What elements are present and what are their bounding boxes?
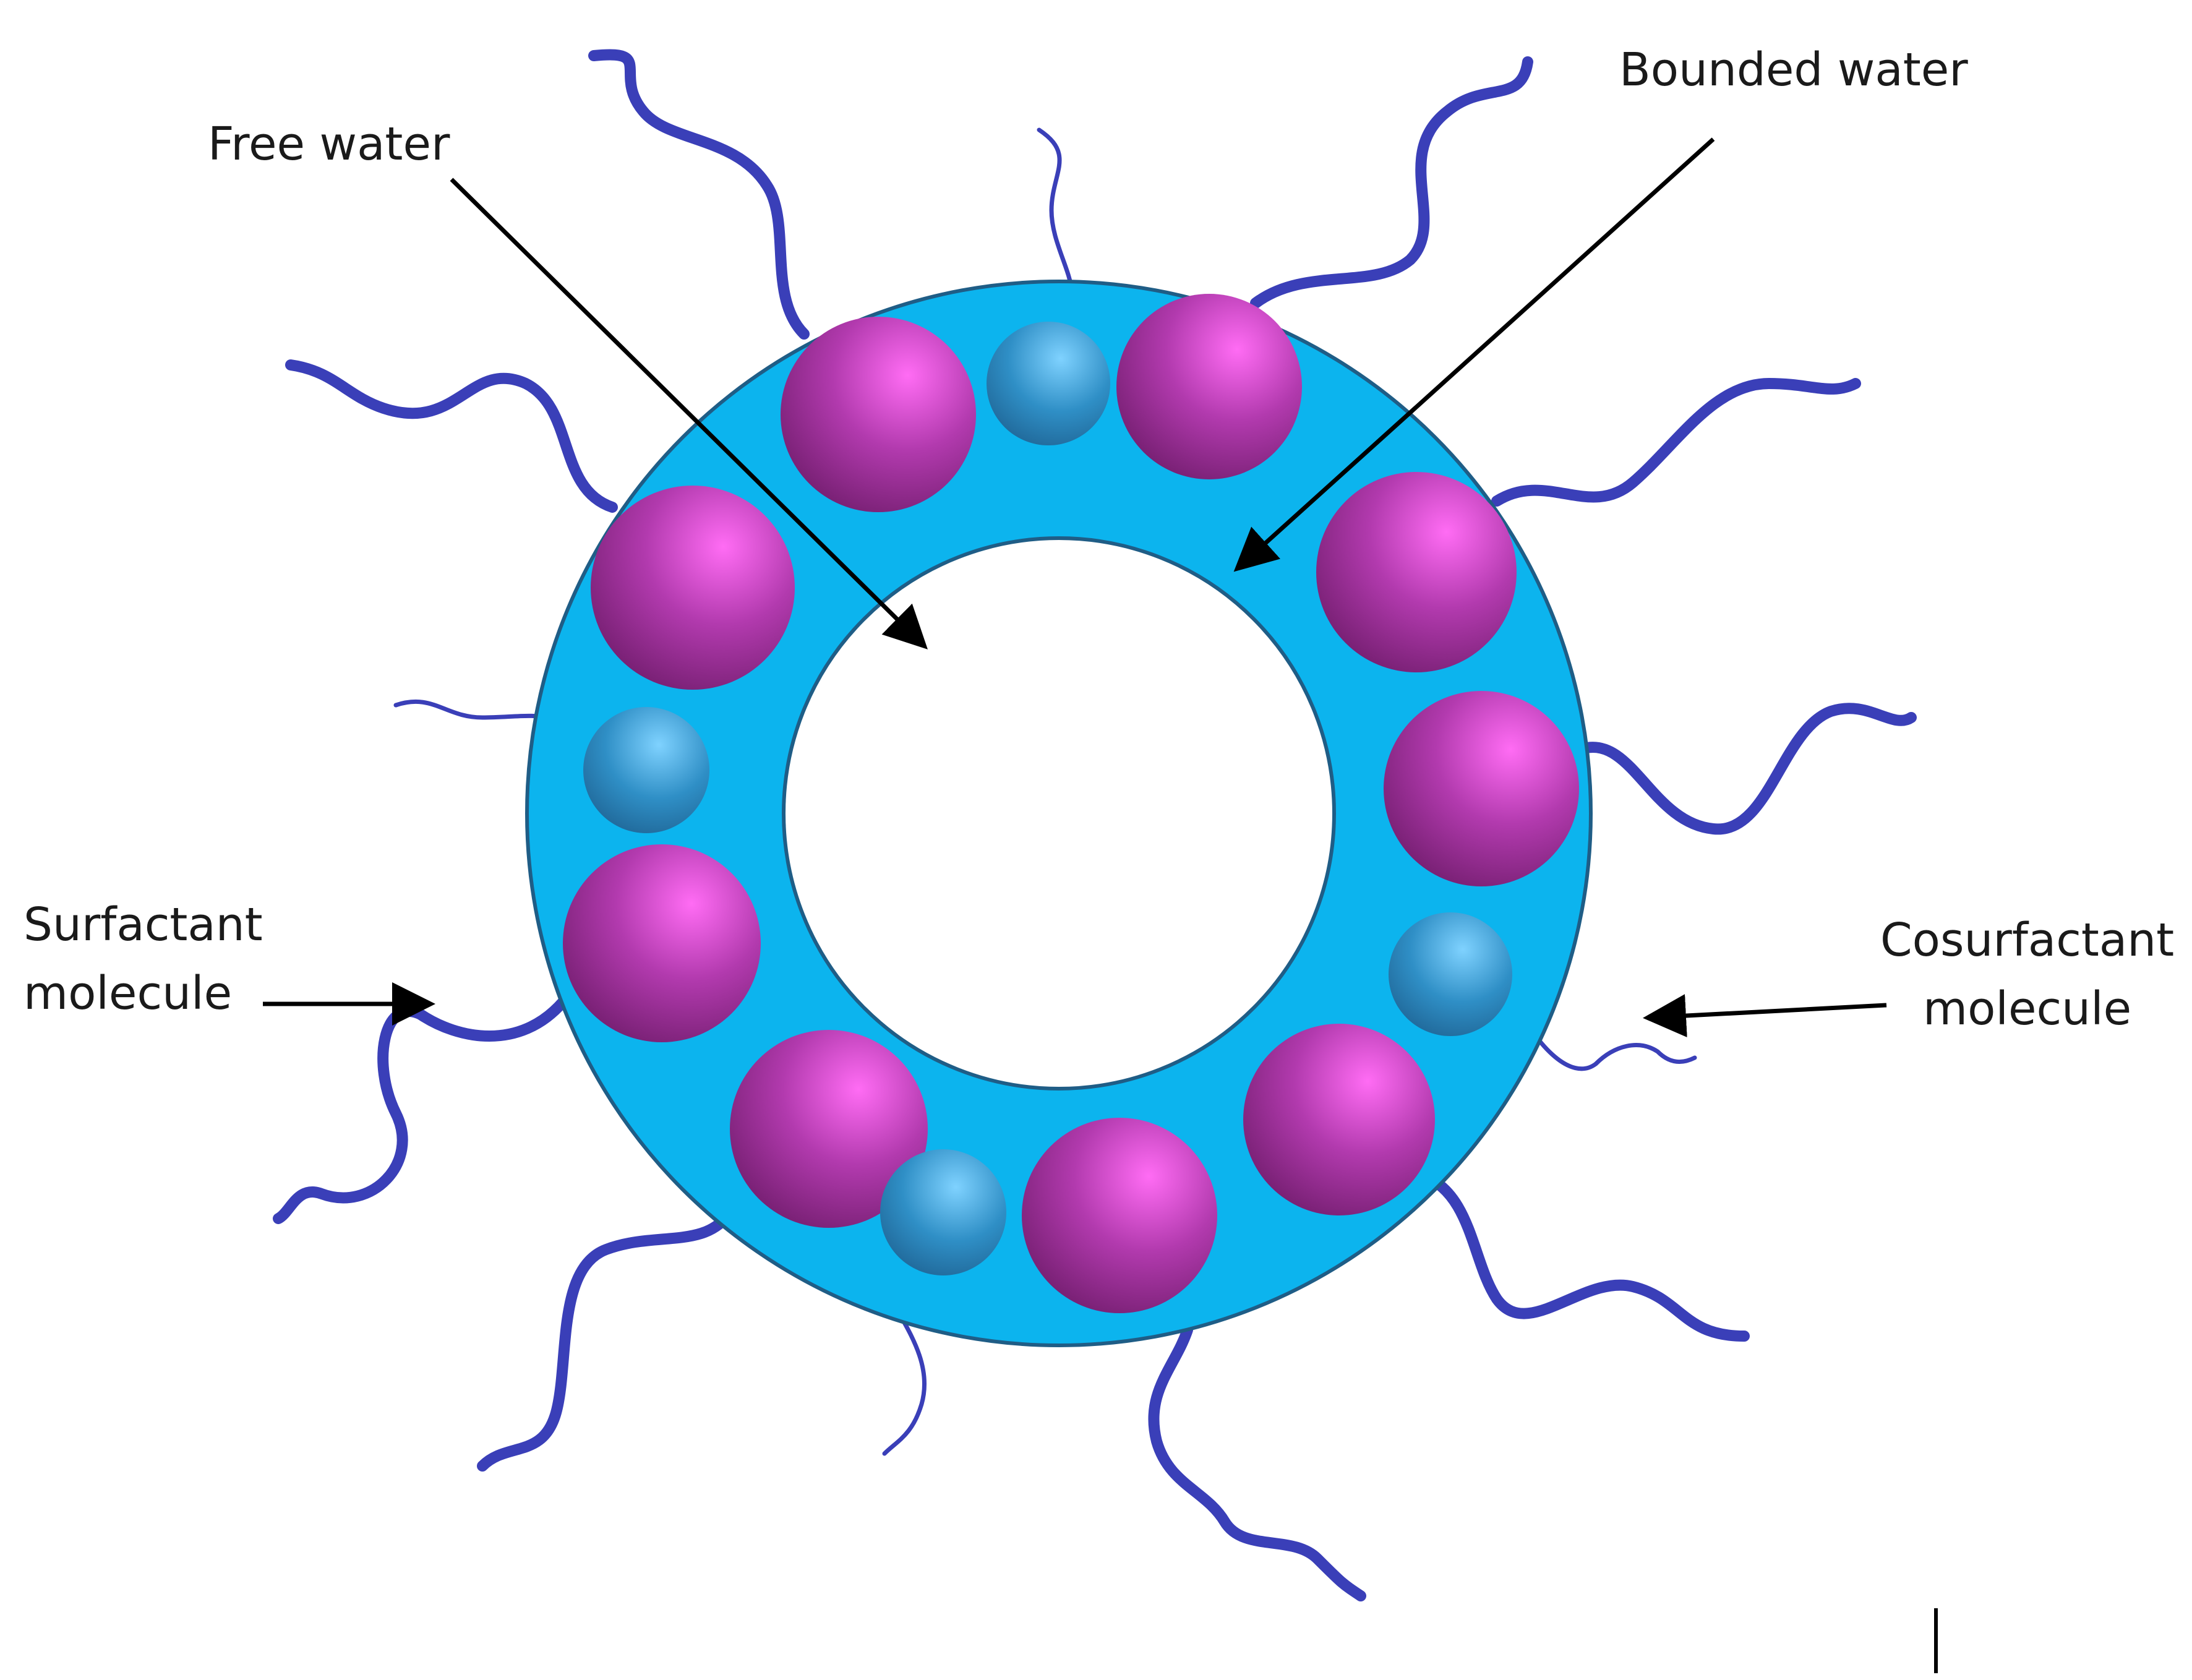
cosurfactant-molecule-label: Cosurfactant molecule [1880,906,2174,1044]
cosurfactant-head [880,1149,1006,1275]
cosurfactant-label-line1: Cosurfactant [1880,914,2175,967]
free-water-label: Free water [208,118,450,171]
surfactant-head [781,317,976,512]
surfactant-label-line1: Surfactant [24,898,263,951]
surfactant-tail [1491,377,1861,507]
free-water-arrow [450,178,928,649]
cosurfactant-heads [583,322,1512,1275]
surfactant-head [1384,691,1579,886]
surfactant-tail [1578,703,1917,835]
surfactant-head [1243,1024,1435,1215]
cosurfactant-arrow [1643,994,1887,1038]
surfactant-tail [285,359,618,513]
surfactant-head [1316,472,1517,672]
surfactant-head [730,1030,928,1228]
surfactant-tail [588,49,810,340]
cosurfactant-head [583,707,709,833]
cosurfactant-head [987,322,1110,445]
surfactant-tail [1148,1324,1366,1601]
free-water-core [782,536,1336,1091]
surfactant-heads [563,294,1579,1313]
surfactant-head [1022,1118,1217,1313]
cosurfactant-label-line2: molecule [1923,982,2132,1035]
surfactant-tail [1417,1170,1750,1342]
surfactant-head [1116,294,1302,479]
surfactant-molecule-label: Surfactant molecule [24,891,263,1028]
surfactant-tail [477,1207,735,1472]
surfactant-label-line2: molecule [24,967,233,1020]
surfactant-head [591,486,795,690]
cosurfactant-head [1389,912,1512,1036]
bounded-water-label: Bounded water [1619,43,1968,96]
surfactant-tail [273,996,568,1224]
surfactant-head [563,844,761,1042]
label-arrows [263,137,1887,1038]
surfactant-tail [1250,56,1533,309]
bounded-water-arrow [1233,137,1715,572]
